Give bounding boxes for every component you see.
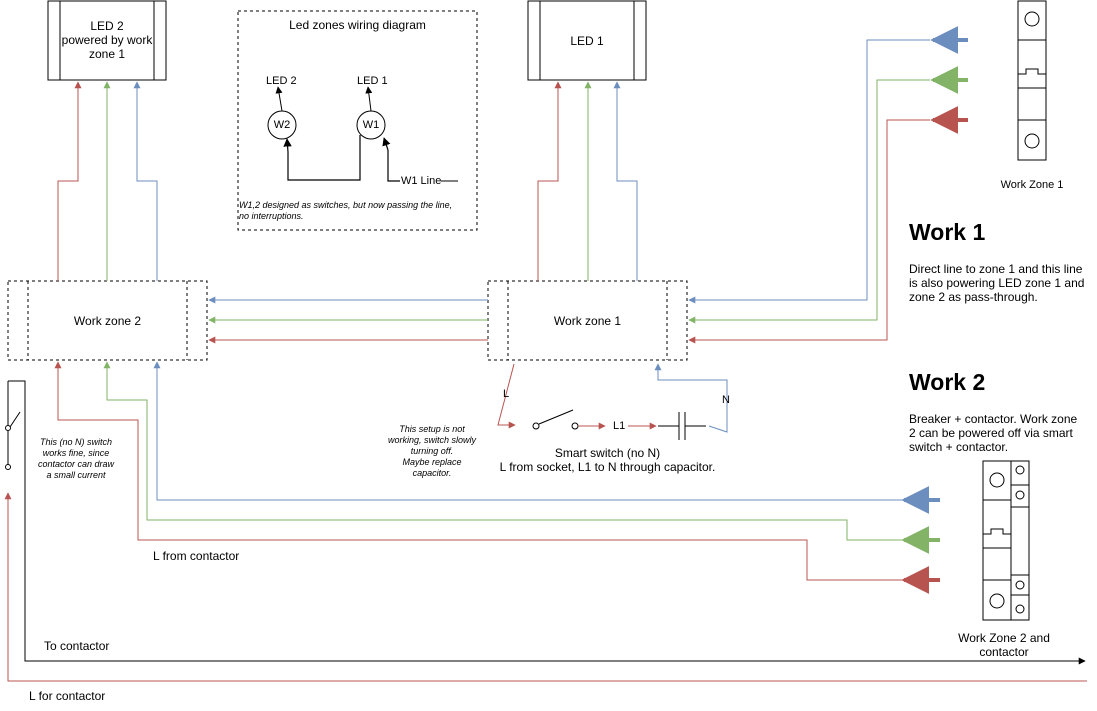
work-zone-2-caption: Work Zone 2 and contactor — [940, 631, 1068, 659]
inset-led2-label: LED 2 — [266, 75, 297, 87]
work-zone-2-caption-line2: contactor — [979, 645, 1029, 659]
work-zone-1-box — [487, 280, 688, 361]
work-zone-1-label: Work zone 1 — [553, 314, 622, 328]
work-zone-2-caption-line1: Work Zone 2 and — [958, 631, 1050, 645]
smart-switch-n-label: N — [722, 394, 730, 406]
work2-line3: switch + contactor. — [909, 440, 1009, 454]
smart-switch-note4: Maybe replace — [402, 457, 462, 467]
smart-switch-circuit — [497, 363, 728, 440]
inset-note-line2: no interruptions. — [239, 211, 304, 221]
smart-switch-l1-label: L1 — [613, 420, 626, 432]
left-switch-note: This (no N) switch works fine, since con… — [28, 437, 124, 481]
led2-line2: powered by work — [61, 33, 153, 47]
to-contactor-label: To contactor — [44, 639, 110, 653]
l-from-contactor-label: L from contactor — [153, 549, 240, 563]
led1-label: LED 1 — [570, 34, 604, 48]
work1-line3: zone 2 as pass-through. — [909, 290, 1038, 304]
zone1-to-led1-wires — [537, 81, 638, 281]
inset-w1-label: W1 — [362, 119, 380, 131]
left-switch-note4: a small current — [46, 470, 106, 480]
left-switch-note3: contactor can draw — [37, 459, 115, 469]
led1-box — [527, 0, 647, 81]
work2-feed-wires — [54, 361, 902, 581]
work-zone-1-breaker — [1017, 0, 1047, 161]
smart-switch-l-label: L — [503, 388, 510, 400]
work-zone-2-label: Work zone 2 — [73, 314, 142, 328]
left-switch — [4, 380, 1087, 682]
work2-line2: 2 can be powered off via smart — [909, 426, 1073, 440]
smart-switch-caption1: Smart switch (no N) — [554, 446, 661, 460]
inset-w1-line-label: W1 Line — [401, 175, 442, 187]
work2-line1: Breaker + contactor. Work zone — [909, 412, 1078, 426]
smart-switch-caption: Smart switch (no N) L from socket, L1 to… — [490, 446, 725, 474]
led2-line1: LED 2 — [90, 19, 124, 33]
inset-note-line1: W1,2 designed as switches, but now passi… — [239, 200, 453, 210]
work1-feed-wires — [688, 39, 930, 344]
inset-w2-label: W2 — [273, 119, 291, 131]
smart-switch-note: This setup is not working, switch slowly… — [372, 424, 492, 479]
work1-line2: is also powering LED zone 1 and — [909, 276, 1085, 290]
smart-switch-caption2: L from socket, L1 to N through capacitor… — [499, 460, 716, 474]
l-for-contactor-label: L for contactor — [29, 689, 106, 703]
left-switch-note1: This (no N) switch — [39, 437, 112, 447]
zone2-to-led2-wires — [57, 81, 158, 281]
smart-switch-note5: capacitor. — [412, 468, 452, 478]
work-zone-2-box — [7, 280, 208, 361]
zone1-to-zone2-wires — [208, 296, 488, 344]
inset-led1-label: LED 1 — [357, 75, 388, 87]
inset-diagram — [237, 10, 478, 231]
work2-heading: Work 2 — [909, 369, 986, 395]
work1-description: Direct line to zone 1 and this line is a… — [909, 262, 1094, 304]
led2-box — [47, 0, 167, 81]
smart-switch-note3: turning off. — [410, 446, 454, 456]
smart-switch-note1: This setup is not — [399, 424, 465, 434]
left-switch-note2: works fine, since — [42, 448, 110, 458]
led2-line3: zone 1 — [88, 47, 126, 61]
source-arrows — [901, 26, 968, 594]
work1-heading: Work 1 — [909, 219, 986, 245]
led2-label: LED 2 powered by work zone 1 — [60, 19, 154, 61]
work1-line1: Direct line to zone 1 and this line — [909, 262, 1083, 276]
work-zone-1-caption: Work Zone 1 — [1000, 179, 1064, 191]
smart-switch-note2: working, switch slowly — [387, 435, 477, 445]
work-zone-2-breaker — [982, 460, 1030, 621]
work2-description: Breaker + contactor. Work zone 2 can be … — [909, 412, 1094, 454]
inset-title: Led zones wiring diagram — [289, 18, 426, 32]
inset-note: W1,2 designed as switches, but now passi… — [239, 200, 479, 222]
